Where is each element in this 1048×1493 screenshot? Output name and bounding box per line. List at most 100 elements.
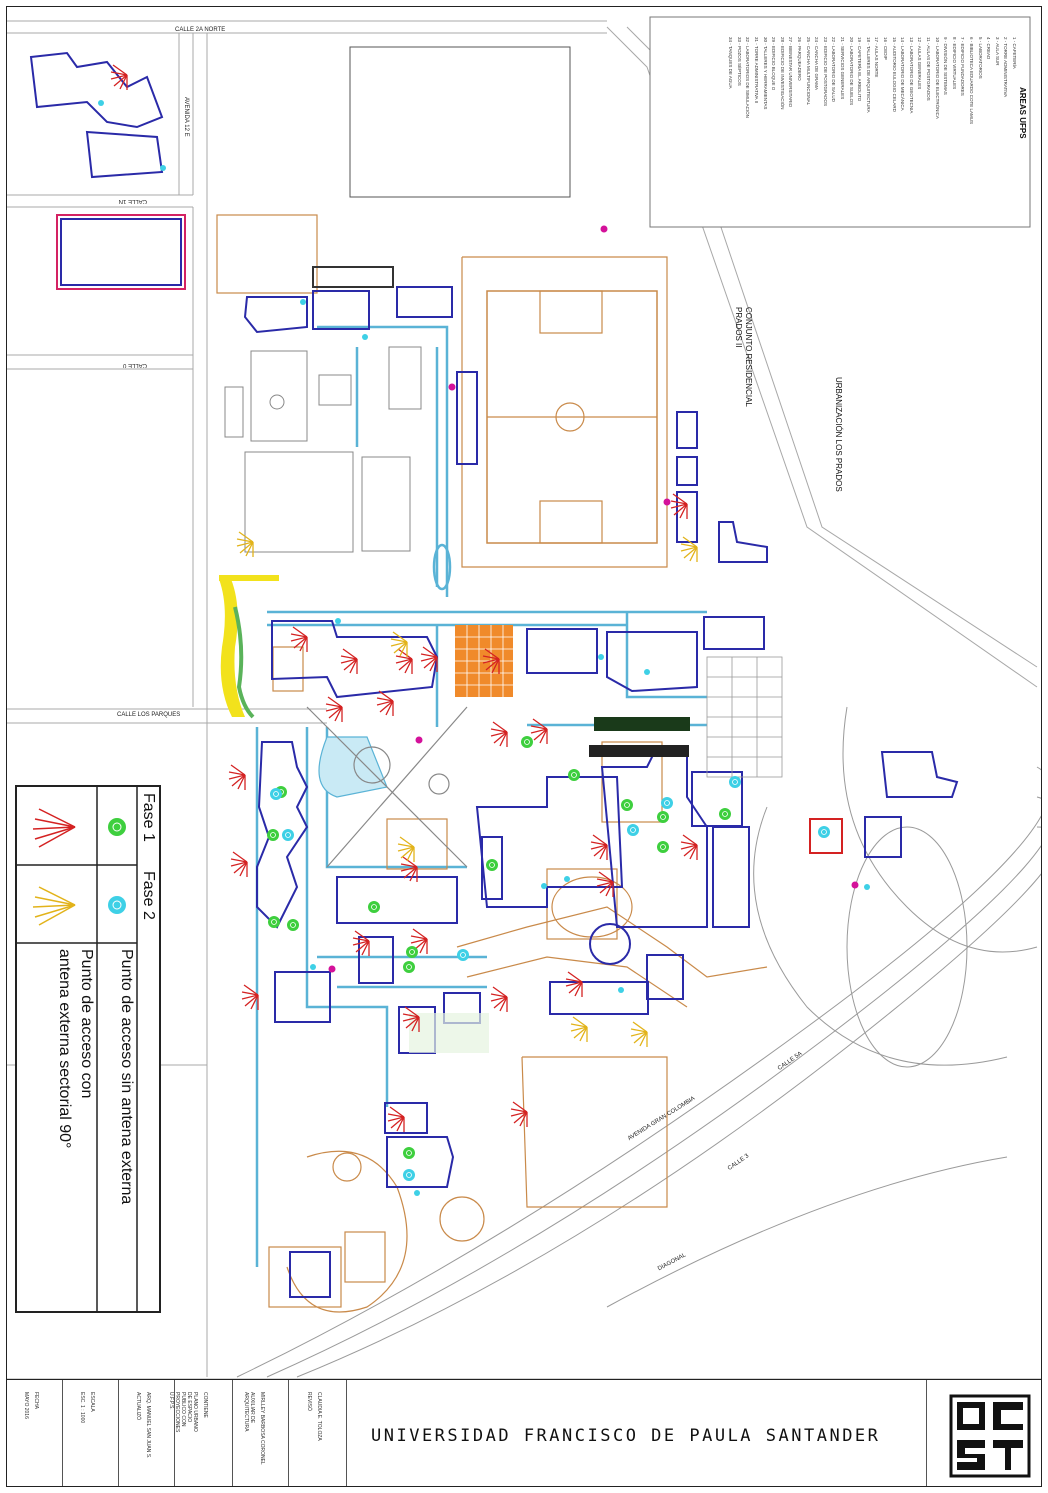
phase1-antenna-marker bbox=[670, 493, 688, 519]
phase1-ap-marker-ring bbox=[571, 772, 577, 778]
cyan-point-marker bbox=[598, 654, 604, 660]
phase1-antenna-marker bbox=[387, 1106, 405, 1132]
area-item: 15 - AUDITORIO EULOGIO CELARD bbox=[891, 37, 897, 112]
title-block-cell-value: AUXILIAR DE ARQUITECTURA bbox=[243, 1392, 255, 1432]
phase2-antenna-layer bbox=[236, 531, 698, 1047]
area-item: 26 - PARQUEADERO bbox=[797, 37, 802, 81]
phase1-antenna-marker bbox=[376, 690, 394, 716]
area-item: 31 - TORRE ADMINISTRATIVA II bbox=[754, 37, 759, 104]
phase1-ap-marker bbox=[568, 769, 580, 781]
university-logo bbox=[949, 1394, 1031, 1478]
phase1-antenna-marker bbox=[590, 834, 608, 860]
phase1-antenna-marker bbox=[325, 696, 343, 722]
area-item: 14 - LABORATORIO DE MECÁNICA bbox=[900, 37, 906, 111]
area-item: 32 - LABORATORIOS DE SIMULACIÓN bbox=[745, 37, 751, 118]
cyan-point-marker bbox=[618, 987, 624, 993]
phase1-antenna-marker bbox=[530, 718, 548, 744]
phase1-antenna-marker bbox=[352, 930, 370, 956]
neighborhood-label-los-prados: URBANIZACIÓN LOS PRADOS bbox=[834, 377, 843, 492]
phase1-ap-marker bbox=[657, 811, 669, 823]
phase1-ap-marker bbox=[368, 901, 380, 913]
area-item: 4 - CREAD bbox=[986, 37, 992, 60]
area-item: 11 - AULAS DE POSTGRADOS bbox=[926, 37, 931, 101]
phase1-antenna-marker bbox=[402, 1006, 420, 1032]
phase1-ap-marker bbox=[657, 841, 669, 853]
area-item: 1 - CAFETERÍA bbox=[1012, 37, 1017, 69]
phase1-antenna-marker bbox=[395, 648, 413, 674]
phase1-antenna-marker bbox=[680, 834, 698, 860]
areas-title: AREAS UFPS bbox=[1018, 87, 1027, 139]
amphitheater bbox=[306, 706, 468, 868]
legend-grid bbox=[17, 787, 138, 1311]
phase2-antenna-marker bbox=[397, 836, 415, 862]
title-block-cell-label: MIRLLEY BARBOSA CORONEL bbox=[259, 1392, 265, 1465]
street-label-calle-2a-norte: CALLE 2A NORTE bbox=[175, 27, 226, 33]
area-item: 2 - TORRE ADMINISTRATIVA bbox=[1003, 37, 1009, 98]
title-block-cell-label: FECHA bbox=[33, 1392, 39, 1409]
phase1-ap-marker-ring bbox=[624, 802, 630, 808]
phase1-antenna-marker bbox=[340, 648, 358, 674]
phase1-ap-marker bbox=[406, 946, 418, 958]
legend-phase1-ap-icon bbox=[108, 818, 126, 836]
street-label-calle-los-parques: CALLE LOS PARQUES bbox=[117, 712, 181, 718]
phase2-ap-marker-ring bbox=[732, 779, 738, 785]
main-avenue bbox=[236, 706, 1041, 1378]
title-block-cell-value: REVISÓ bbox=[306, 1392, 312, 1411]
phase1-ap-marker bbox=[403, 961, 415, 973]
phase1-ap-marker-ring bbox=[409, 949, 415, 955]
campus-plan-sheet: CALLE 2A NORTE AVENIDA 12 E CALLE 1N CAL… bbox=[6, 6, 1042, 1487]
phase1-antenna-marker bbox=[410, 928, 428, 954]
phase1-ap-marker-ring bbox=[371, 904, 377, 910]
cyan-point-marker bbox=[864, 884, 870, 890]
phase1-ap-marker bbox=[267, 829, 279, 841]
area-item: 10 - LABORATORIO DE ELECTRÓNICA bbox=[934, 37, 940, 119]
title-block-cell-value: ESC. 1 : 1000 bbox=[79, 1392, 85, 1424]
area-item: 30 - TALLERES Y HERRAMIENTAS bbox=[762, 37, 768, 110]
phase1-ap-marker-ring bbox=[722, 811, 728, 817]
cyan-point-layer bbox=[98, 100, 870, 1196]
north-sports-area bbox=[216, 16, 1031, 568]
legend-ap-antenna-label-2: antena externa sectorial 90° bbox=[56, 949, 73, 1149]
phase2-ap-marker-ring bbox=[273, 791, 279, 797]
phase1-ap-marker bbox=[621, 799, 633, 811]
area-item: 27 - BIENESTAR UNIVERSITARIO bbox=[788, 37, 794, 108]
title-block-cell: MIRLLEY BARBOSA CORONEL AUXILIAR DE ARQUI… bbox=[233, 1380, 289, 1486]
phase1-ap-marker-ring bbox=[660, 814, 666, 820]
phase2-ap-marker bbox=[457, 949, 469, 961]
area-item: 23 - EDIFICIO DE POSTGRADOS bbox=[822, 37, 828, 107]
cyan-point-marker bbox=[564, 876, 570, 882]
phase2-antenna-marker bbox=[390, 631, 408, 657]
off-campus-blocks bbox=[29, 51, 186, 290]
title-university-cell: UNIVERSIDAD FRANCISCO DE PAULA SANTANDER bbox=[347, 1380, 927, 1486]
legend-phase1-antenna-icon bbox=[32, 808, 76, 848]
phase1-ap-marker-ring bbox=[406, 964, 412, 970]
title-block-cell-value: ACTUALIZÓ bbox=[135, 1392, 141, 1421]
phase2-antenna-marker bbox=[570, 1016, 588, 1042]
phase1-antenna-marker bbox=[482, 648, 500, 674]
legend: Fase 1 Fase 2 Punto de acceso sin antena… bbox=[15, 785, 161, 1313]
phase2-ap-marker-ring bbox=[630, 827, 636, 833]
street-label-calle-1n: CALLE 1N bbox=[118, 198, 147, 204]
magenta-point-layer bbox=[328, 225, 859, 973]
area-item: 7 - EDIFICIO FUNDADORES bbox=[960, 37, 966, 96]
university-name: UNIVERSIDAD FRANCISCO DE PAULA SANTANDER bbox=[371, 1426, 881, 1446]
phase2-ap-marker bbox=[818, 826, 830, 838]
phase1-antenna-marker bbox=[420, 646, 438, 672]
phase2-antenna-marker bbox=[630, 1021, 648, 1047]
phase1-ap-marker-ring bbox=[660, 844, 666, 850]
magenta-point-marker bbox=[851, 881, 859, 889]
cyan-point-marker bbox=[362, 334, 368, 340]
phase1-ap-marker bbox=[268, 916, 280, 928]
area-item: 20 - LABORATORIO DE SUELOS bbox=[848, 37, 854, 106]
phase2-ap-marker bbox=[729, 776, 741, 788]
green-bands bbox=[312, 266, 690, 1053]
area-item: 6 - BIBLIOTECA EDUARDO COTE LAMUS bbox=[969, 37, 974, 125]
phase1-antenna-marker bbox=[565, 971, 583, 997]
phase2-ap-marker-ring bbox=[821, 829, 827, 835]
phase1-ap-marker bbox=[403, 1147, 415, 1159]
